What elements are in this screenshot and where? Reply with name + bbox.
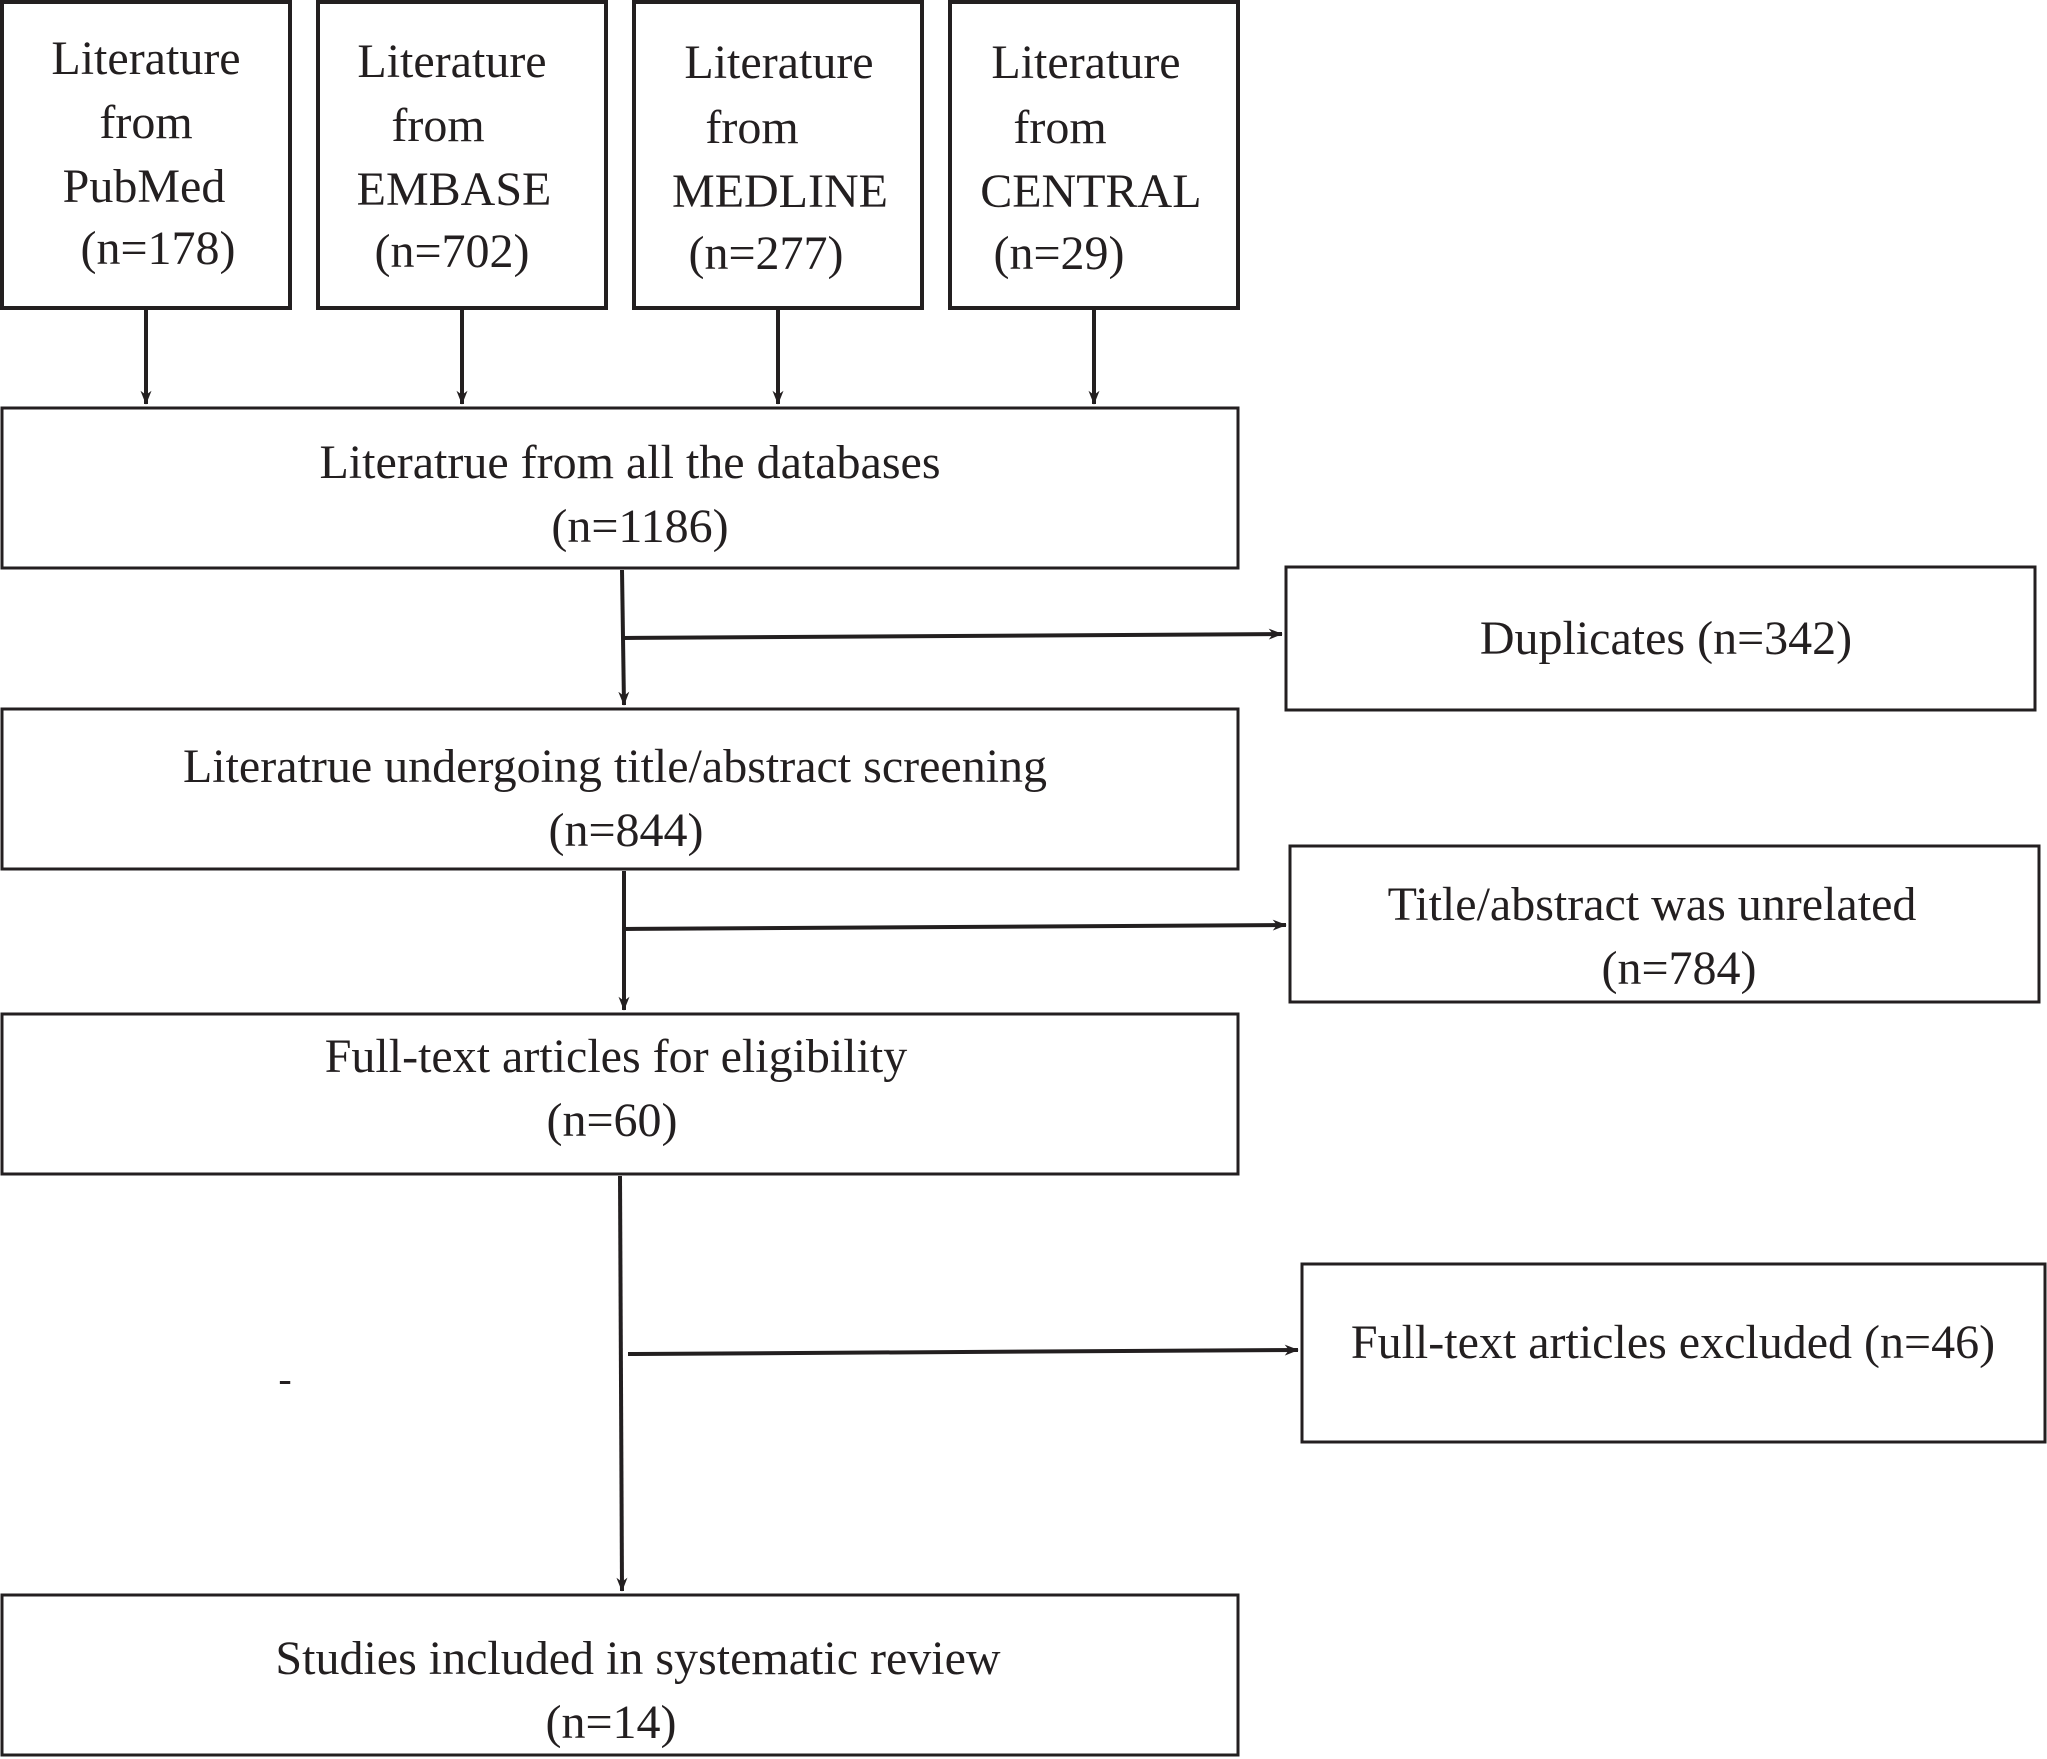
arrow-eligibility-to-included — [616, 1175, 628, 1592]
svg-text:Literature from ME: Literature from MEDLINE (n=277) — [672, 36, 900, 280]
exclusion-box-duplicates: Duplicates (n=342) — [1284, 565, 2037, 712]
stage-all-databases-label: Literatrue from all the databases — [319, 436, 940, 489]
exclusion-duplicates-label: Duplicates (n=342) — [1480, 612, 1852, 665]
svg-text:Literatrue undergoing title/ab: Literatrue undergoing title/abstract scr… — [183, 740, 1059, 857]
svg-text:Literature from CE: Literature from CENTRAL (n=29) — [980, 36, 1212, 280]
arrow-combined-to-screening — [618, 569, 630, 706]
stage-box-full-text-eligibility: Full-text articles for eligibility (n=60… — [0, 1012, 1240, 1176]
stage-box-studies-included: Studies included in systematic review (n… — [0, 1593, 1240, 1757]
source-medline-line-3: MEDLINE — [672, 165, 888, 218]
svg-text:Literature from EM: Literature from EMBASE (n=702) — [357, 35, 564, 278]
stage-included-label: Studies included in systematic review — [275, 1632, 1001, 1685]
stage-screening-count: (n=844) — [548, 804, 703, 857]
stage-box-title-abstract-screening: Literatrue undergoing title/abstract scr… — [0, 707, 1240, 871]
svg-text:Literatrue from all the databa: Literatrue from all the databases (n=118… — [319, 436, 952, 553]
stage-all-databases-count: (n=1186) — [551, 500, 728, 553]
source-pubmed-line-1: Literature — [51, 32, 240, 85]
source-box-pubmed: Literature from PubMed (n=178) — [0, 0, 292, 310]
arrow-to-duplicates — [623, 628, 1283, 640]
stray-dash-mark: - — [278, 1356, 291, 1401]
source-box-embase: Literature from EMBASE (n=702) — [316, 0, 608, 310]
source-pubmed-count: (n=178) — [80, 222, 235, 275]
exclusion-box-unrelated: Title/abstract was unrelated (n=784) — [1288, 844, 2041, 1004]
stage-included-count: (n=14) — [545, 1696, 676, 1749]
stage-screening-label: Literatrue undergoing title/abstract scr… — [183, 740, 1047, 793]
source-central-line-2: from — [1013, 101, 1106, 154]
svg-text:Full-text articles for eligibi: Full-text articles for eligibility (n=60… — [325, 1030, 920, 1147]
exclusion-arrows — [623, 628, 1299, 1356]
arrow-to-unrelated — [623, 919, 1287, 931]
main-flow-arrows — [616, 569, 630, 1592]
source-pubmed-line-2: from — [99, 96, 192, 149]
source-pubmed-line-3: PubMed — [63, 160, 226, 213]
exclusion-unrelated-label: Title/abstract was unrelated — [1388, 878, 1917, 931]
svg-text:Duplicates (n=342): Duplicates (n=342) — [1480, 612, 1852, 665]
svg-text:Literature from Pu: Literature from PubMed (n=178) — [51, 32, 252, 275]
stage-eligibility-count: (n=60) — [546, 1094, 677, 1147]
arrow-to-full-text-excluded — [627, 1344, 1299, 1356]
source-medline-count: (n=277) — [688, 227, 843, 280]
source-embase-line-3: EMBASE — [357, 163, 552, 216]
exclusion-full-text-label: Full-text articles excluded (n=46) — [1351, 1316, 1995, 1369]
svg-text:Full-text articles excluded (n: Full-text articles excluded (n=46) — [1351, 1316, 1995, 1369]
source-medline-line-2: from — [705, 101, 798, 154]
source-embase-line-1: Literature — [357, 35, 546, 88]
source-central-count: (n=29) — [993, 227, 1124, 280]
source-central-line-3: CENTRAL — [980, 165, 1200, 218]
source-arrows — [140, 310, 1100, 405]
svg-text:Studies included in systematic: Studies included in systematic review (n… — [275, 1632, 1012, 1749]
exclusion-box-full-text-excluded: Full-text articles excluded (n=46) — [1300, 1262, 2047, 1444]
source-embase-count: (n=702) — [374, 225, 529, 278]
exclusion-unrelated-count: (n=784) — [1601, 942, 1756, 995]
source-box-central: Literature from CENTRAL (n=29) — [948, 0, 1240, 310]
source-embase-line-2: from — [391, 99, 484, 152]
source-box-medline: Literature from MEDLINE (n=277) — [632, 0, 924, 310]
source-central-line-1: Literature — [991, 36, 1180, 89]
stage-box-all-databases: Literatrue from all the databases (n=118… — [0, 406, 1240, 570]
svg-text:Title/abstract was unrelated: Title/abstract was unrelated (n=784) — [1388, 878, 1929, 995]
stage-eligibility-label: Full-text articles for eligibility — [325, 1030, 908, 1083]
source-medline-line-1: Literature — [684, 36, 873, 89]
